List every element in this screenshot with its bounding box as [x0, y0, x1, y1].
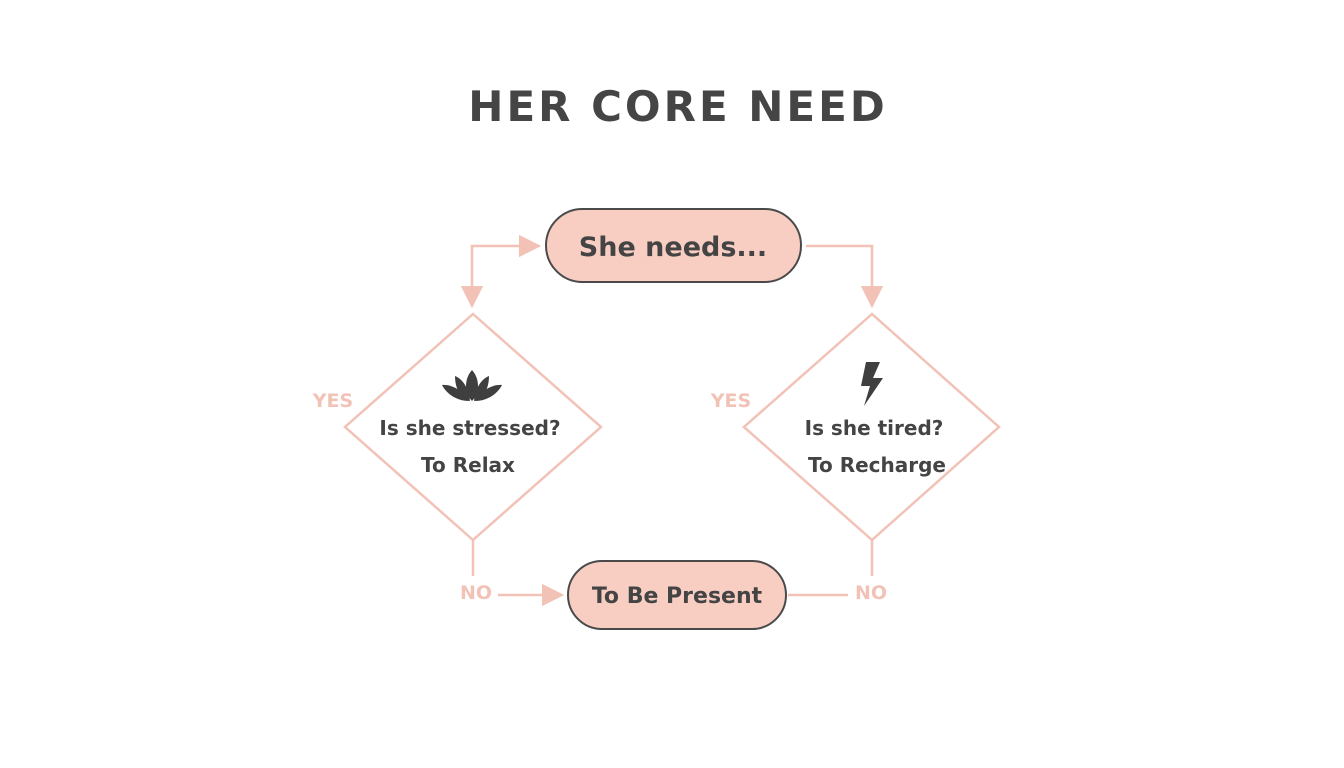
node-start-shape [545, 208, 802, 283]
decision-tired-shape [742, 312, 1001, 542]
node-start-label: She needs... [579, 232, 767, 263]
decision-stressed-answer: To Relax [421, 453, 515, 477]
lotus-icon [442, 370, 502, 401]
decision-tired-question: Is she tired? [805, 416, 944, 440]
edge-start-to-stressed [460, 234, 542, 309]
node-present: To Be Present [567, 560, 787, 630]
edge-label-stressed-yes: YES [312, 390, 353, 412]
node-present-shape [567, 560, 787, 630]
decision-stressed-shape [343, 312, 603, 542]
diagram-title: HER CORE NEED [468, 82, 888, 131]
decision-stressed: Is she stressed? To Relax [343, 312, 603, 542]
lightning-icon [861, 362, 883, 406]
connectors [460, 234, 884, 607]
decision-tired-answer: To Recharge [808, 453, 946, 477]
decision-stressed-question: Is she stressed? [379, 416, 560, 440]
edge-label-stressed-no: NO [460, 582, 492, 604]
edge-start-to-tired [806, 244, 884, 309]
edge-label-tired-no: NO [855, 582, 887, 604]
node-start: She needs... [545, 208, 802, 283]
decision-tired: Is she tired? To Recharge [742, 312, 1001, 542]
edge-label-tired-yes: YES [710, 390, 751, 412]
node-present-label: To Be Present [592, 584, 763, 609]
